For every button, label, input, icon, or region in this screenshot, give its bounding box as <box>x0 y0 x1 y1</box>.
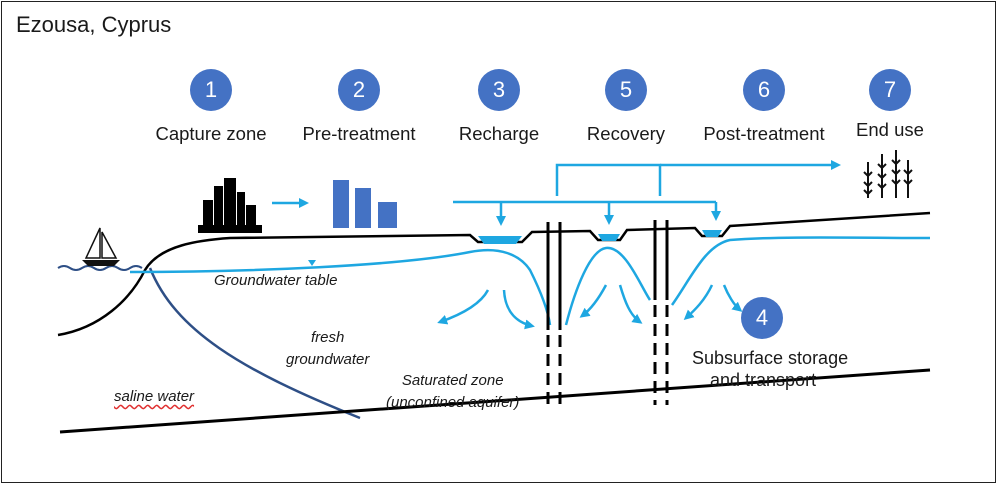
step-label: Capture zone <box>155 123 267 144</box>
fresh-label-line2: groundwater <box>286 351 370 368</box>
storage-label-line1: Subsurface storage <box>692 348 849 368</box>
recharge-pond-3 <box>702 230 722 237</box>
well-2 <box>653 220 669 405</box>
recharge-pond-1 <box>478 236 522 244</box>
step-number-badge: 1 <box>190 69 232 111</box>
fresh-label-line1: fresh <box>311 329 345 346</box>
step-label: Pre-treatment <box>302 123 416 144</box>
step-number-badge: 5 <box>605 69 647 111</box>
groundwater-table-label: Groundwater table <box>214 272 338 289</box>
saline-fresh-boundary <box>148 267 361 420</box>
step-label: Post-treatment <box>703 123 825 144</box>
saturated-label-line1: Saturated zone <box>401 372 504 389</box>
fresh-groundwater-label: fresh groundwater <box>286 327 369 371</box>
step-number-badge: 6 <box>743 69 785 111</box>
groundwater-mound-1 <box>564 246 652 326</box>
step-number-badge: 7 <box>869 69 911 111</box>
diagram-title: Ezousa, Cyprus <box>16 12 172 37</box>
groundwater-mound-2 <box>670 236 931 306</box>
step-number-badge: 2 <box>338 69 380 111</box>
recovery-pipe <box>555 163 662 196</box>
step-recovery: 5 Recovery <box>556 69 696 145</box>
step-recharge: 3 Recharge <box>429 69 569 145</box>
bar-chart-icon <box>333 180 397 228</box>
saturated-zone-label: Saturated zone (unconfined aquifer) <box>386 370 519 414</box>
step-capture-zone: 1 Capture zone <box>141 69 281 145</box>
step-subsurface-storage: 4 <box>692 297 832 339</box>
step-label: End use <box>856 119 924 140</box>
groundwater-table-line <box>129 248 552 326</box>
step-label: Recovery <box>586 123 666 144</box>
water-table-marker <box>308 260 316 266</box>
saline-water-label: saline water <box>114 388 195 405</box>
bedrock-line <box>59 368 931 434</box>
recharge-pond-2 <box>598 234 620 241</box>
step-number-badge: 3 <box>478 69 520 111</box>
step-end-use: 7 End use <box>820 69 960 141</box>
storage-label-line2: and transport <box>710 370 817 390</box>
crops-icon <box>863 150 913 198</box>
sea-surface <box>57 265 143 271</box>
step-label: Recharge <box>458 123 540 144</box>
saturated-label-line2: (unconfined aquifer) <box>386 394 520 411</box>
sailboat-icon <box>82 227 120 266</box>
step-post-treatment: 6 Post-treatment <box>694 69 834 145</box>
step-pre-treatment: 2 Pre-treatment <box>289 69 429 145</box>
city-skyline-icon <box>198 178 262 233</box>
storage-label: Subsurface storage and transport <box>692 347 867 391</box>
well-1 <box>546 222 562 408</box>
step-number-badge: 4 <box>741 297 783 339</box>
